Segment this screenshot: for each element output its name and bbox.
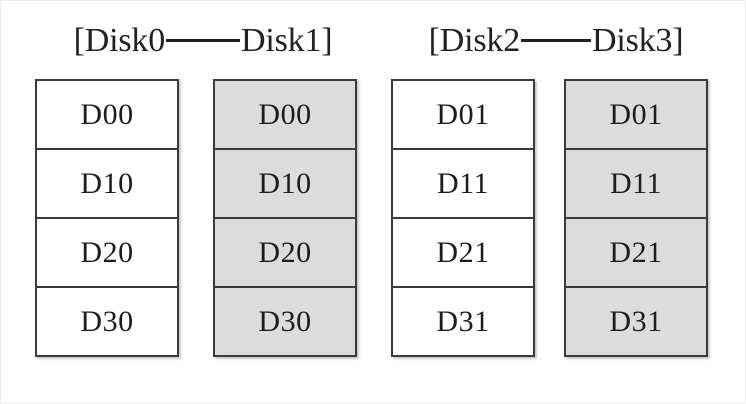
- disk-block: D21: [393, 219, 533, 288]
- disk-block: D11: [393, 150, 533, 219]
- open-bracket: [: [73, 22, 85, 59]
- disk-block: D20: [215, 219, 355, 288]
- disk-block: D31: [609, 304, 663, 338]
- disk-block: D01: [393, 81, 533, 150]
- disk-block: D10: [215, 150, 355, 219]
- disk-columns: D00 D10 D20 D30 D00 D10 D20 D30 D01 D11 …: [1, 79, 746, 359]
- disk-block: D31: [436, 304, 490, 338]
- disk-group-header-1: [ Disk2 Disk3 ]: [397, 21, 715, 61]
- disk-group-headers: [ Disk0 Disk1 ] [ Disk2 Disk3 ]: [1, 18, 746, 64]
- disk-block: D21: [566, 219, 706, 288]
- disk-block: D00: [215, 81, 355, 150]
- disk-block: D11: [566, 150, 706, 219]
- disk-label-disk3: Disk3: [592, 22, 673, 59]
- disk-block: D30: [80, 304, 134, 338]
- close-bracket: ]: [672, 22, 684, 59]
- disk-column-disk2: D01 D11 D21 D31: [391, 79, 535, 357]
- disk-group-header-0: [ Disk0 Disk1 ]: [33, 21, 373, 61]
- disk-column-disk1: D00 D10 D20 D30: [213, 79, 357, 357]
- disk-column-disk3: D01 D11 D21 D31: [564, 79, 708, 357]
- mirror-link-icon: [521, 38, 591, 42]
- disk-block: D20: [37, 219, 177, 288]
- disk-block: D00: [37, 81, 177, 150]
- disk-column-disk0: D00 D10 D20 D30: [35, 79, 179, 357]
- close-bracket: ]: [321, 22, 333, 59]
- disk-block: D10: [37, 150, 177, 219]
- mirror-link-icon: [166, 38, 240, 42]
- disk-label-disk0: Disk0: [84, 22, 165, 59]
- open-bracket: [: [428, 22, 440, 59]
- disk-block: D01: [566, 81, 706, 150]
- disk-block: D30: [258, 304, 312, 338]
- disk-label-disk1: Disk1: [241, 22, 322, 59]
- disk-label-disk2: Disk2: [439, 22, 520, 59]
